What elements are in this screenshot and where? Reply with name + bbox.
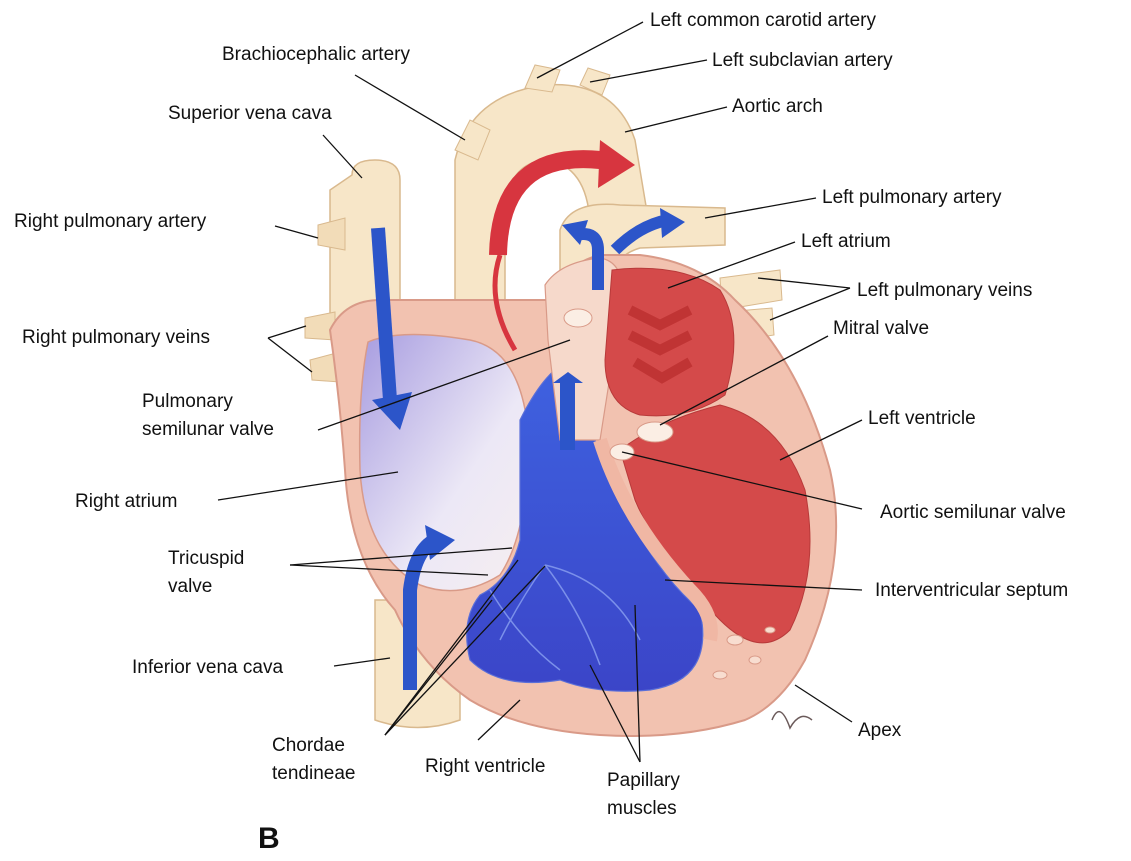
mitral-valve (637, 422, 673, 442)
label-papillary-muscles-2: muscles (607, 798, 677, 820)
label-left-pulmonary-artery: Left pulmonary artery (822, 187, 1002, 209)
figure-label: B (258, 822, 280, 856)
label-chordae-tendineae-1: Chordae (272, 735, 345, 757)
label-chordae-tendineae-2: tendineae (272, 763, 355, 785)
label-tricuspid-valve-2: valve (168, 576, 212, 598)
label-pulmonary-semilunar-valve-2: semilunar valve (142, 419, 274, 441)
label-brachiocephalic-artery: Brachiocephalic artery (222, 44, 410, 66)
right-pulmonary-artery (318, 218, 345, 250)
pulmonary-semilunar-valve (564, 309, 592, 327)
label-inferior-vena-cava: Inferior vena cava (132, 657, 283, 679)
label-right-ventricle: Right ventricle (425, 756, 545, 778)
label-right-pulmonary-artery: Right pulmonary artery (14, 211, 206, 233)
label-mitral-valve: Mitral valve (833, 318, 929, 340)
label-pulmonary-semilunar-valve-1: Pulmonary (142, 391, 233, 413)
label-left-subclavian-artery: Left subclavian artery (712, 50, 893, 72)
label-left-ventricle: Left ventricle (868, 408, 976, 430)
label-aortic-arch: Aortic arch (732, 96, 823, 118)
label-superior-vena-cava: Superior vena cava (168, 103, 332, 125)
label-aortic-semilunar-valve: Aortic semilunar valve (880, 502, 1066, 524)
label-left-pulmonary-veins: Left pulmonary veins (857, 280, 1032, 302)
label-left-common-carotid-artery: Left common carotid artery (650, 10, 876, 32)
label-tricuspid-valve-1: Tricuspid (168, 548, 244, 570)
signature-mark (772, 712, 812, 728)
label-right-pulmonary-veins: Right pulmonary veins (22, 327, 210, 349)
label-left-atrium: Left atrium (801, 231, 891, 253)
label-interventricular-septum: Interventricular septum (875, 580, 1068, 602)
label-apex: Apex (858, 720, 901, 742)
label-right-atrium: Right atrium (75, 491, 177, 513)
label-papillary-muscles-1: Papillary (607, 770, 680, 792)
